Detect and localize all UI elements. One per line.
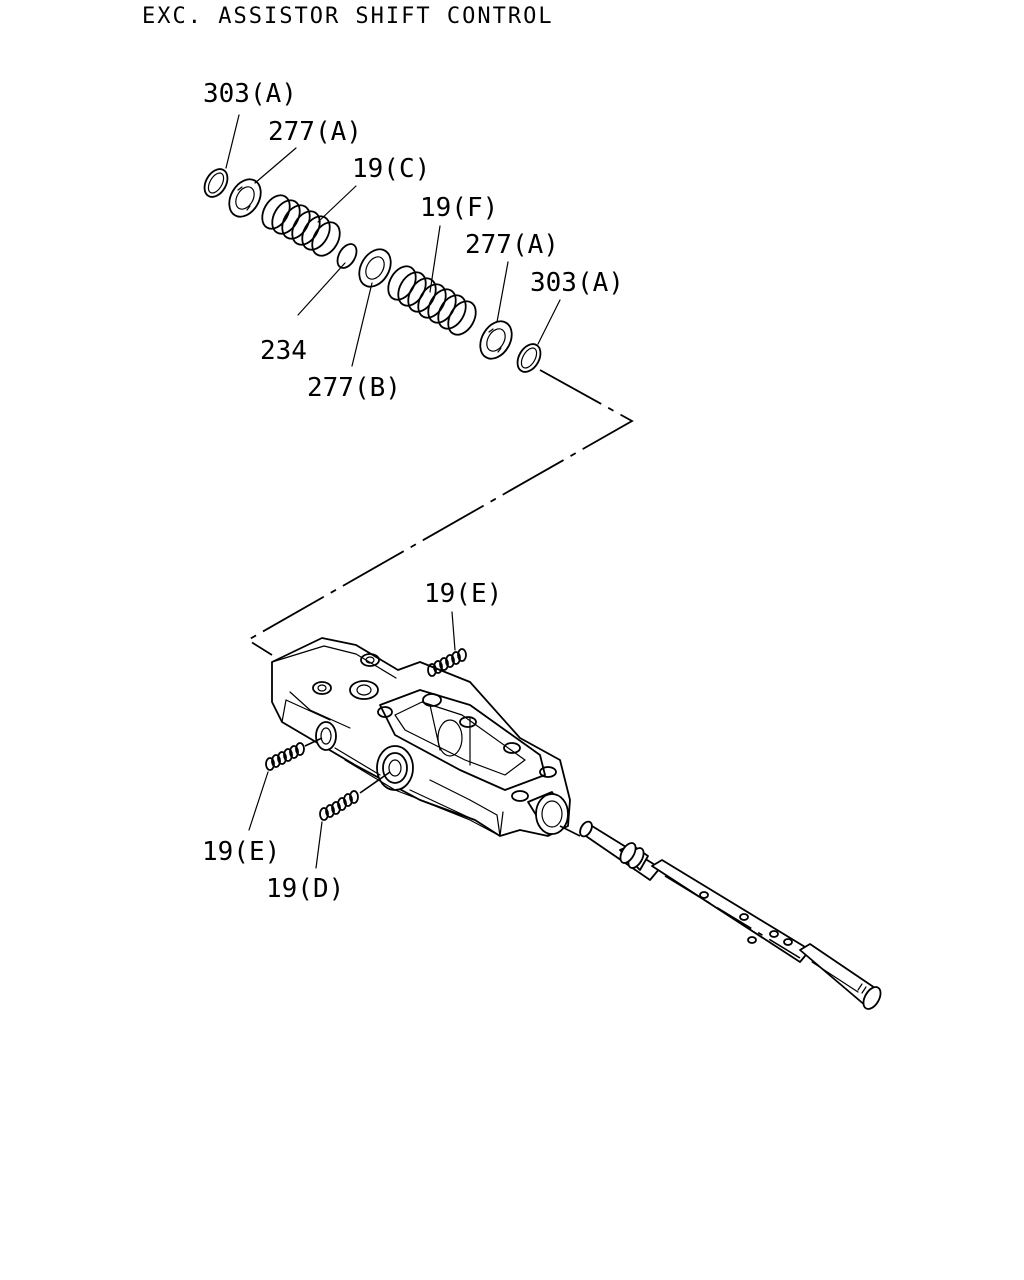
label-277b: 277(B) <box>307 373 401 403</box>
snap-ring-303a-mid[interactable] <box>513 340 545 376</box>
label-19d: 19(D) <box>266 874 344 904</box>
label-277a-top: 277(A) <box>268 117 362 147</box>
label-19e-top: 19(E) <box>424 579 502 609</box>
spring-19e-top[interactable] <box>427 611 467 677</box>
retainer-277a-top[interactable] <box>223 174 267 223</box>
snap-ring-303a-top[interactable] <box>200 165 232 201</box>
upper-spring-assembly <box>200 114 561 376</box>
shift-shaft[interactable] <box>559 820 884 1012</box>
spring-19d[interactable] <box>315 771 391 869</box>
label-19e-left: 19(E) <box>202 837 280 867</box>
spring-19e-left[interactable] <box>248 737 323 831</box>
ring-234[interactable] <box>334 241 361 272</box>
shift-control-housing[interactable] <box>271 637 571 837</box>
label-19c: 19(C) <box>352 154 430 184</box>
label-234: 234 <box>260 336 307 366</box>
label-277a-mid: 277(A) <box>465 230 559 260</box>
spring-19c[interactable] <box>257 190 346 260</box>
label-303a-mid: 303(A) <box>530 268 624 298</box>
washer-277b[interactable] <box>353 244 397 293</box>
page-title: EXC. ASSISTOR SHIFT CONTROL <box>142 4 554 29</box>
connector-line <box>246 369 634 656</box>
label-19f: 19(F) <box>420 193 498 223</box>
label-303a-top: 303(A) <box>203 79 297 109</box>
spring-19f[interactable] <box>383 261 482 339</box>
retainer-277a-mid[interactable] <box>474 316 518 365</box>
